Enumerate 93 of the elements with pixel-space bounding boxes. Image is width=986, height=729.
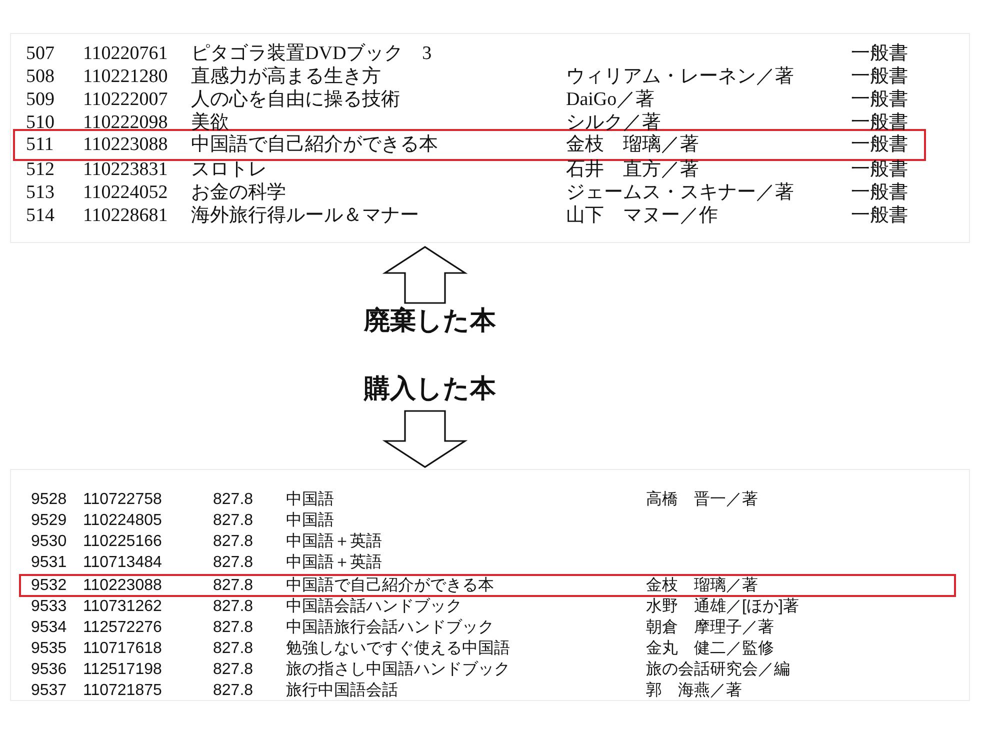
- author-name: 朝倉 摩理子／著: [646, 618, 774, 638]
- row-number: 9528: [31, 490, 67, 510]
- author-name: 高橋 晋一／著: [646, 490, 758, 510]
- row-number: 9531: [31, 553, 67, 573]
- author-name: 郭 海燕／著: [646, 681, 742, 701]
- class-number: 827.8: [213, 532, 254, 552]
- row-number: 9530: [31, 532, 67, 552]
- book-title: 美欲: [191, 112, 229, 134]
- book-title: 勉強しないですぐ使える中国語: [286, 639, 510, 659]
- row-number: 512: [26, 159, 54, 181]
- class-number: 827.8: [213, 553, 254, 573]
- caption-text: 廃棄した本: [330, 305, 530, 337]
- row-number: 9533: [31, 597, 67, 617]
- category-text: 一般書: [851, 112, 908, 134]
- category-text: 一般書: [851, 134, 908, 156]
- caption-text: 購入した本: [330, 373, 530, 405]
- author-name: 石井 直方／著: [566, 159, 699, 181]
- id-number: 110222098: [83, 112, 168, 134]
- book-title: 中国語＋英語: [286, 553, 382, 573]
- class-number: 827.8: [213, 618, 254, 638]
- row-number: 9536: [31, 660, 67, 680]
- book-title: 中国語会話ハンドブック: [286, 597, 462, 617]
- author-name: 山下 マヌー／作: [566, 205, 718, 227]
- author-name: シルク／著: [566, 112, 661, 134]
- book-title: 中国語: [286, 511, 334, 531]
- category-text: 一般書: [851, 159, 908, 181]
- author-name: 旅の会話研究会／編: [646, 660, 790, 680]
- book-title: 中国語旅行会話ハンドブック: [286, 618, 494, 638]
- category-text: 一般書: [851, 43, 908, 65]
- book-title: 旅の指さし中国語ハンドブック: [286, 660, 510, 680]
- category-text: 一般書: [851, 89, 908, 111]
- book-title: 旅行中国語会話: [286, 681, 398, 701]
- block-arrow: [382, 410, 468, 468]
- table-panel: [10, 469, 970, 701]
- id-number: 110713484: [83, 553, 162, 573]
- row-number: 9537: [31, 681, 67, 701]
- id-number: 110721875: [83, 681, 162, 701]
- id-number: 110228681: [83, 205, 168, 227]
- table-panel: [10, 33, 970, 243]
- row-number: 513: [26, 182, 54, 204]
- book-title: 中国語＋英語: [286, 532, 382, 552]
- row-number: 9532: [31, 576, 67, 596]
- author-name: DaiGo／著: [566, 89, 655, 111]
- id-number: 110224805: [83, 511, 162, 531]
- book-title: 人の心を自由に操る技術: [191, 89, 400, 111]
- author-name: 金丸 健二／監修: [646, 639, 774, 659]
- author-name: ウィリアム・レーネン／著: [566, 66, 794, 88]
- id-number: 110731262: [83, 597, 162, 617]
- category-text: 一般書: [851, 205, 908, 227]
- row-number: 510: [26, 112, 54, 134]
- highlight-box: [19, 574, 956, 597]
- id-number: 110224052: [83, 182, 168, 204]
- id-number: 110225166: [83, 532, 162, 552]
- book-title: ピタゴラ装置DVDブック 3: [191, 43, 432, 65]
- class-number: 827.8: [213, 576, 254, 596]
- category-text: 一般書: [851, 182, 908, 204]
- id-number: 110722758: [83, 490, 162, 510]
- author-name: 金枝 瑠璃／著: [646, 576, 758, 596]
- row-number: 9534: [31, 618, 67, 638]
- book-title: スロトレ: [191, 159, 267, 181]
- book-title: 中国語: [286, 490, 334, 510]
- id-number: 112517198: [83, 660, 162, 680]
- class-number: 827.8: [213, 639, 254, 659]
- id-number: 110223088: [83, 576, 162, 596]
- row-number: 9535: [31, 639, 67, 659]
- class-number: 827.8: [213, 681, 254, 701]
- row-number: 9529: [31, 511, 67, 531]
- category-text: 一般書: [851, 66, 908, 88]
- row-number: 508: [26, 66, 54, 88]
- id-number: 110223088: [83, 134, 168, 156]
- id-number: 110222007: [83, 89, 168, 111]
- book-title: 直感力が高まる生き方: [191, 66, 381, 88]
- id-number: 110717618: [83, 639, 162, 659]
- class-number: 827.8: [213, 597, 254, 617]
- row-number: 514: [26, 205, 54, 227]
- row-number: 507: [26, 43, 54, 65]
- row-number: 509: [26, 89, 54, 111]
- id-number: 110221280: [83, 66, 168, 88]
- author-name: 金枝 瑠璃／著: [566, 134, 699, 156]
- book-title: お金の科学: [191, 182, 286, 204]
- class-number: 827.8: [213, 660, 254, 680]
- block-arrow: [382, 246, 468, 304]
- author-name: 水野 通雄／[ほか]著: [646, 597, 799, 617]
- author-name: ジェームス・スキナー／著: [566, 182, 794, 204]
- book-title: 中国語で自己紹介ができる本: [286, 576, 494, 596]
- book-title: 中国語で自己紹介ができる本: [191, 134, 438, 156]
- id-number: 110220761: [83, 43, 168, 65]
- row-number: 511: [26, 134, 54, 156]
- class-number: 827.8: [213, 490, 254, 510]
- id-number: 110223831: [83, 159, 168, 181]
- id-number: 112572276: [83, 618, 162, 638]
- class-number: 827.8: [213, 511, 254, 531]
- book-title: 海外旅行得ルール＆マナー: [191, 205, 419, 227]
